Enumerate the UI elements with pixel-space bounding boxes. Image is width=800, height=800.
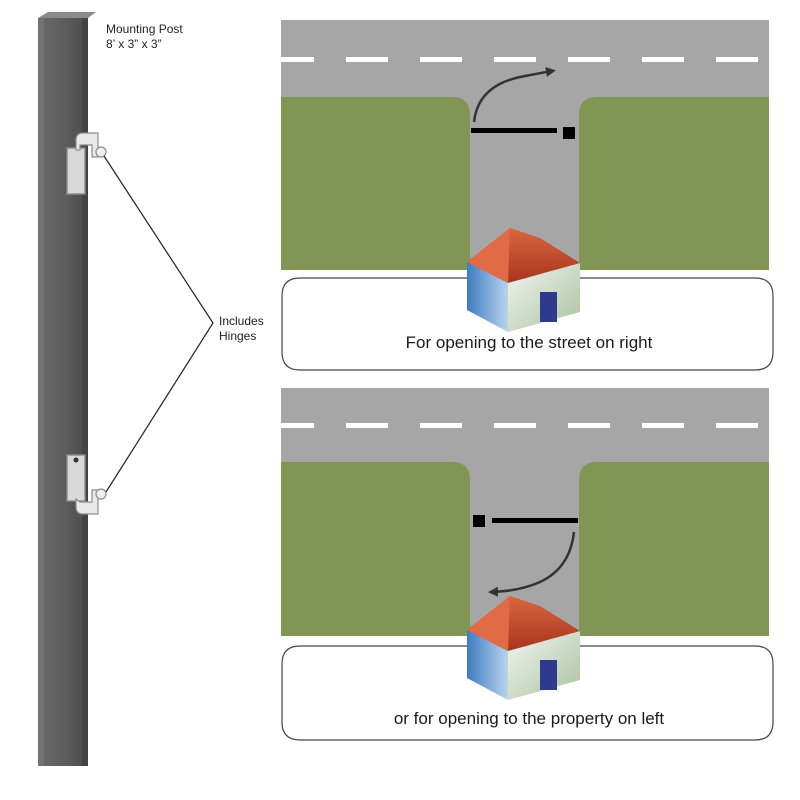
hinges-label-line2: Hinges — [219, 329, 257, 343]
gate-panel — [471, 128, 557, 133]
house-icon — [467, 228, 580, 332]
panel-property-on-left — [281, 388, 774, 741]
lawn-right — [579, 97, 769, 270]
lane-dashes — [281, 57, 758, 62]
gate-latch-post — [563, 127, 575, 139]
caption-street-on-right: For opening to the street on right — [405, 333, 653, 352]
hinges-label-line1: Includes — [219, 314, 264, 328]
house-icon — [467, 596, 580, 700]
caption-property-on-left: or for opening to the property on left — [393, 709, 665, 728]
lawn-right — [579, 462, 769, 636]
house-door — [540, 292, 557, 322]
hinge-leader-lines — [103, 155, 214, 493]
swing-arrow — [488, 531, 576, 597]
lane-dashes — [281, 423, 758, 428]
lower-hinge — [66, 454, 107, 515]
lawn-left — [281, 97, 470, 270]
house-door — [540, 660, 557, 690]
mounting-post-label: Mounting Post 8’ x 3” x 3” — [106, 22, 183, 52]
panel-street-on-right — [281, 20, 774, 371]
post-title: Mounting Post — [106, 22, 183, 36]
mounting-post — [38, 12, 96, 766]
gate-panel — [492, 518, 578, 523]
post-size: 8’ x 3” x 3” — [106, 37, 162, 51]
swing-arrow — [472, 67, 556, 123]
gate-latch-post — [473, 515, 485, 527]
upper-hinge — [66, 132, 107, 195]
hinges-label: Includes Hinges — [219, 314, 264, 344]
lawn-left — [281, 462, 470, 636]
